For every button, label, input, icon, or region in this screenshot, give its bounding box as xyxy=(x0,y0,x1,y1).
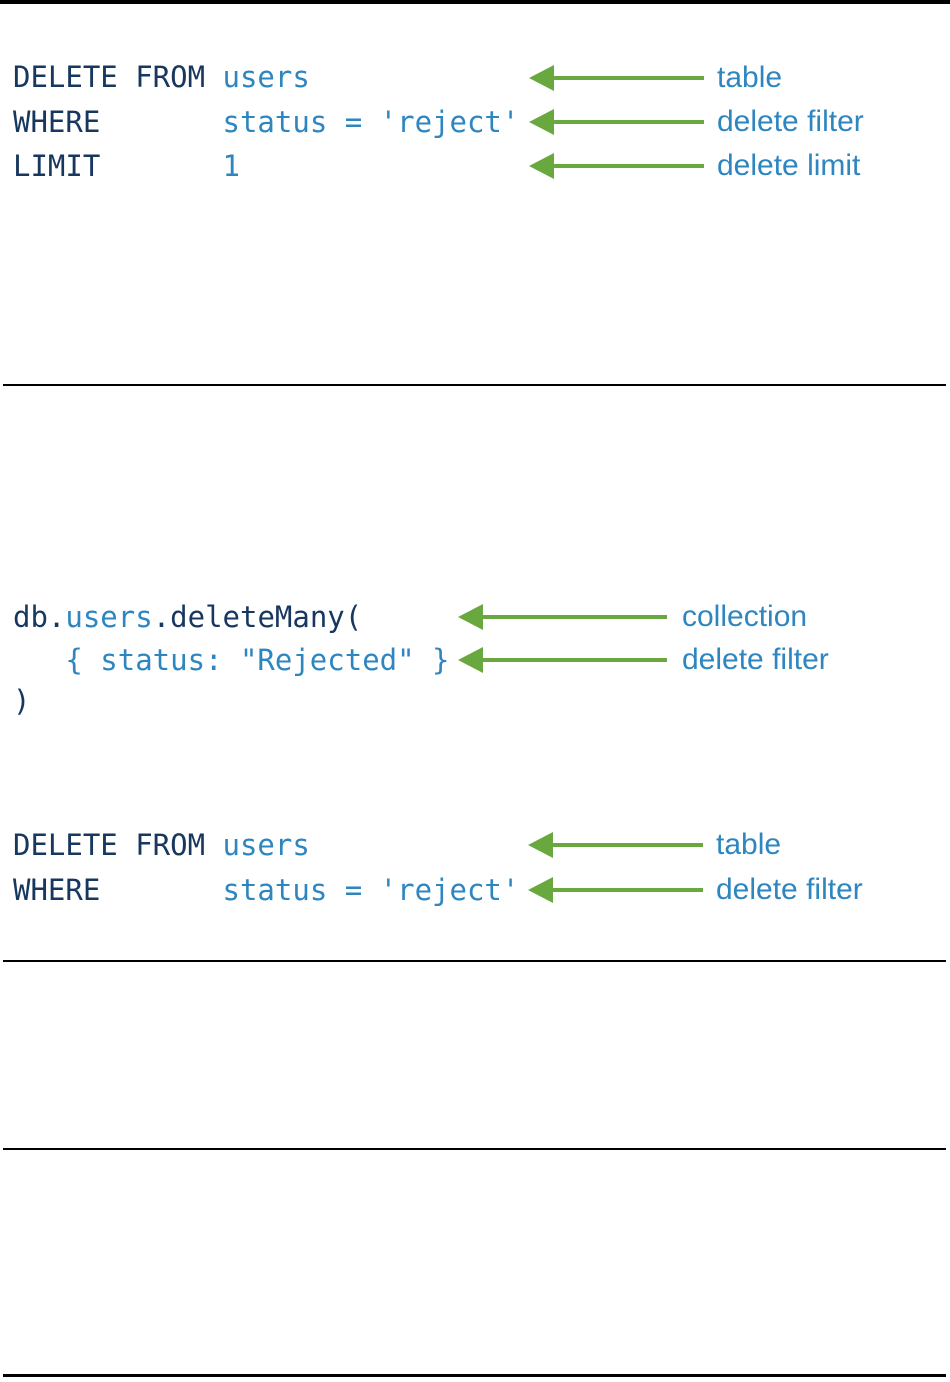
annotation-label: table xyxy=(717,61,783,94)
section-divider xyxy=(3,384,946,386)
sql-all-line-1: DELETE FROM users xyxy=(13,823,310,867)
sql-keyword: DELETE FROM xyxy=(13,828,223,862)
arrow-left-icon xyxy=(529,65,704,91)
annotation-label: table xyxy=(716,828,782,861)
sql-keyword: DELETE FROM xyxy=(13,60,223,94)
annotation-row-delete-limit: delete limit xyxy=(529,149,861,182)
mongo-filter-document: { status: "Rejected" } xyxy=(13,643,450,677)
annotation-label: delete filter xyxy=(682,643,829,676)
annotation-row-table: table xyxy=(528,828,782,861)
arrow-shaft xyxy=(481,658,667,662)
section-divider xyxy=(3,960,946,962)
arrow-left-icon xyxy=(529,109,704,135)
arrow-head xyxy=(529,65,554,91)
arrow-shaft xyxy=(552,76,704,80)
mongo-method: deleteMany( xyxy=(170,600,363,634)
annotation-label: delete limit xyxy=(717,149,861,182)
mongo-closing-paren: ) xyxy=(13,684,31,718)
sql-value: status = 'reject' xyxy=(222,873,520,907)
annotation-label: delete filter xyxy=(717,105,864,138)
annotation-label: collection xyxy=(682,600,808,633)
mongo-line-1: db.users.deleteMany( xyxy=(13,596,362,638)
arrow-head xyxy=(529,153,554,179)
arrow-shaft xyxy=(551,843,703,847)
sql-value: status = 'reject' xyxy=(222,105,520,139)
annotation-row-table: table xyxy=(529,61,783,94)
mongo-db-object: db xyxy=(13,600,48,634)
sql-all-line-2: WHERE status = 'reject' xyxy=(13,868,519,912)
arrow-shaft xyxy=(551,888,703,892)
annotation-row-delete-filter: delete filter xyxy=(529,105,864,138)
arrow-shaft xyxy=(552,164,704,168)
sql-value: 1 xyxy=(222,149,240,183)
arrow-left-icon xyxy=(528,832,703,858)
arrow-head xyxy=(529,109,554,135)
sql-keyword: WHERE xyxy=(13,105,223,139)
mongo-line-2: { status: "Rejected" } xyxy=(13,639,450,681)
arrow-left-icon xyxy=(528,877,703,903)
sql-keyword: LIMIT xyxy=(13,149,223,183)
annotation-row-delete-filter: delete filter xyxy=(528,873,863,906)
sql-limit-line-3: LIMIT 1 xyxy=(13,144,240,188)
dot: . xyxy=(47,600,66,634)
arrow-left-icon xyxy=(458,604,667,630)
arrow-head xyxy=(528,877,553,903)
sql-limit-line-2: WHERE status = 'reject' xyxy=(13,100,519,144)
arrow-left-icon xyxy=(458,647,667,673)
sql-limit-line-1: DELETE FROM users xyxy=(13,55,310,99)
annotation-row-collection: collection xyxy=(458,600,808,633)
top-rule xyxy=(0,0,950,4)
arrow-shaft xyxy=(481,615,667,619)
arrow-left-icon xyxy=(529,153,704,179)
arrow-head xyxy=(458,647,483,673)
sql-keyword: WHERE xyxy=(13,873,223,907)
mongo-line-3: ) xyxy=(13,680,30,722)
arrow-head xyxy=(528,832,553,858)
sql-value: users xyxy=(222,60,310,94)
mongo-collection-name: users xyxy=(65,600,153,634)
dot: . xyxy=(152,600,171,634)
section-divider xyxy=(3,1148,946,1150)
sql-value: users xyxy=(222,828,310,862)
annotation-label: delete filter xyxy=(716,873,863,906)
bottom-rule xyxy=(3,1374,946,1377)
arrow-head xyxy=(458,604,483,630)
arrow-shaft xyxy=(552,120,704,124)
annotation-row-delete-filter: delete filter xyxy=(458,643,829,676)
